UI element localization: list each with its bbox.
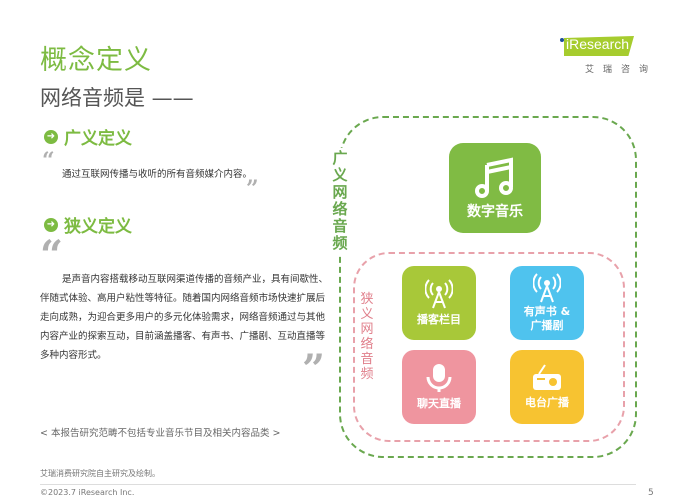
iresearch-logo: iResearch	[560, 34, 638, 56]
page-title: 概念定义	[40, 45, 152, 76]
tile-label-line2: 广播剧	[530, 319, 564, 332]
radio-broadcast-tile: 电台广播	[510, 350, 584, 424]
copyright: ©2023.7 iResearch Inc.	[40, 488, 135, 497]
broad-definition-heading: ➜ 广义定义	[44, 124, 132, 149]
open-quote-icon: “	[42, 148, 55, 174]
podcast-tile: 播客栏目	[402, 266, 476, 340]
broad-heading-text: 广义定义	[64, 129, 132, 149]
tile-label: 播客栏目	[417, 313, 461, 326]
music-note-icon	[475, 157, 513, 198]
broad-definition-text: 通过互联网传播与收听的所有音频媒介内容。	[62, 169, 253, 180]
arrow-right-icon: ➜	[44, 217, 58, 232]
narrow-audio-boundary	[353, 252, 625, 442]
close-quote-icon: ”	[246, 176, 259, 202]
logo-background	[564, 36, 634, 56]
tile-label-line1: 有声书 &	[523, 305, 571, 318]
logo-subtitle: 艾瑞咨询	[585, 65, 658, 75]
audiobook-radio-drama-tile: 有声书 & 广播剧	[510, 266, 584, 340]
logo-dot-icon	[560, 38, 564, 42]
digital-music-tile: 数字音乐	[449, 143, 541, 233]
footer-divider	[40, 484, 636, 485]
narrow-heading-text: 狭义定义	[64, 217, 132, 237]
tile-label: 数字音乐	[467, 204, 523, 220]
source-note: 艾瑞消费研究院自主研究及绘制。	[40, 469, 160, 478]
tile-label: 电台广播	[525, 396, 569, 409]
radio-icon	[533, 364, 561, 390]
broadcast-tower-icon	[425, 279, 453, 309]
narrow-audio-label: 狭义网络音频	[358, 290, 376, 384]
page-subtitle: 网络音频是 ——	[40, 86, 194, 110]
broadcast-tower-icon	[533, 273, 561, 303]
chat-live-tile: 聊天直播	[402, 350, 476, 424]
narrow-definition-heading: ➜ 狭义定义	[44, 212, 132, 237]
page-number: 5	[648, 488, 654, 498]
broad-audio-label: 广义网络音频	[330, 148, 350, 254]
close-quote-icon: ”	[302, 346, 326, 393]
arrow-right-icon: ➜	[44, 129, 58, 144]
scope-note: < 本报告研究范畴不包括专业音乐节目及相关内容品类 >	[40, 428, 281, 439]
open-quote-icon: “	[40, 232, 64, 279]
tile-label: 聊天直播	[417, 397, 461, 410]
narrow-definition-text: 是声音内容搭载移动互联网渠道传播的音频产业，具有间歇性、伴随式体验、高用户粘性等…	[40, 274, 329, 361]
logo-text: iResearch	[566, 36, 630, 52]
microphone-icon	[426, 364, 452, 392]
broad-audio-boundary	[339, 116, 637, 458]
